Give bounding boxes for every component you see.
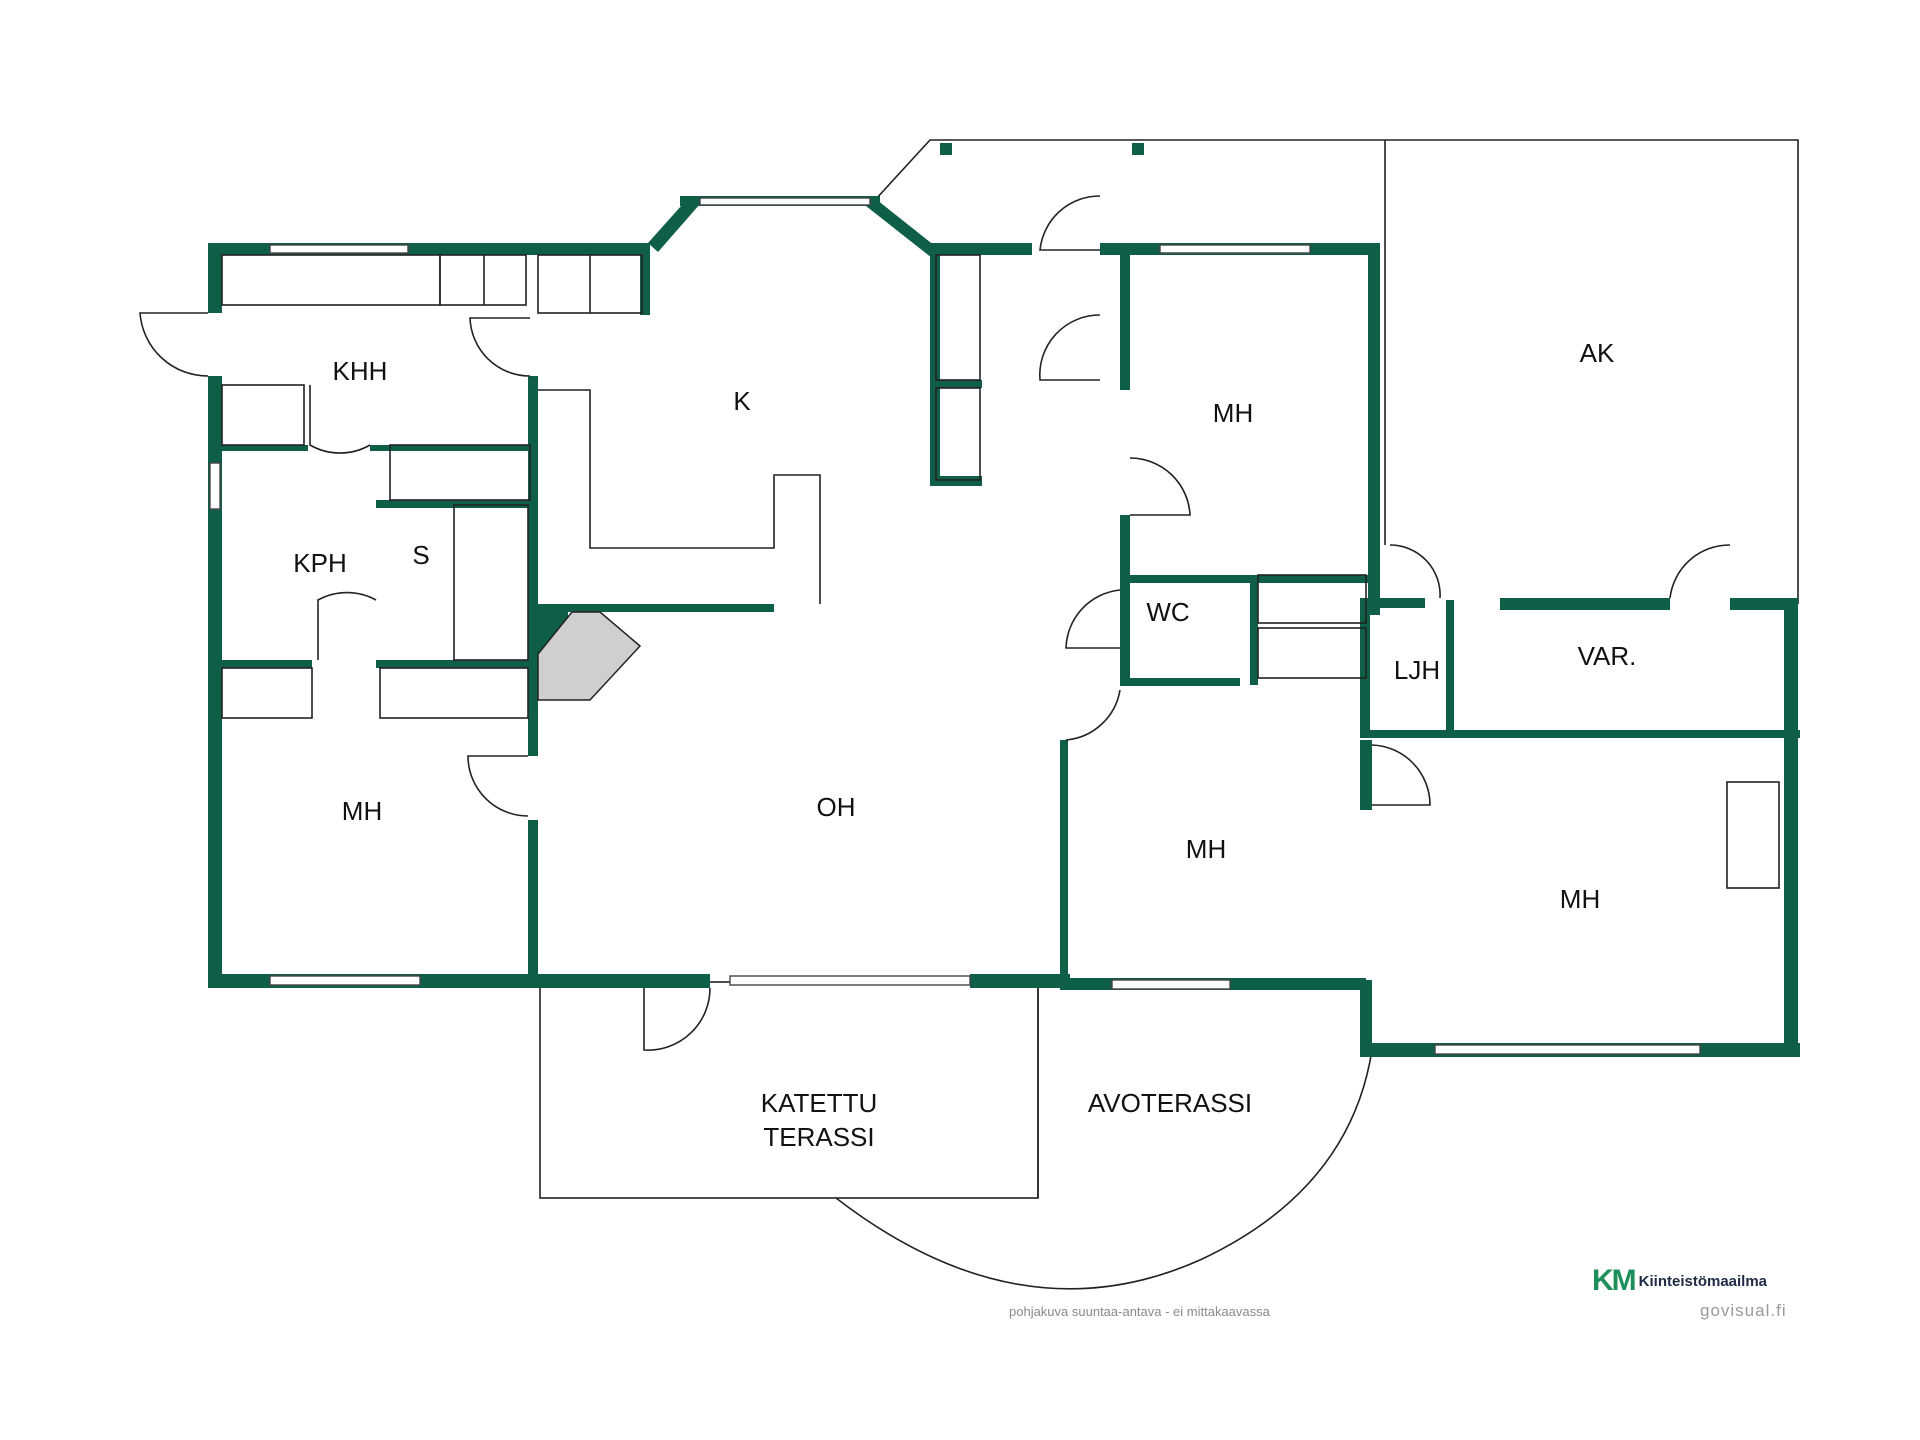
- room-s: S: [412, 540, 429, 570]
- room-var: VAR.: [1578, 641, 1637, 671]
- room-mh-top: MH: [1213, 398, 1253, 428]
- walls: [208, 196, 1800, 1057]
- room-labels: KHH K MH AK KPH S WC LJH VAR. MH OH MH M…: [293, 338, 1636, 1152]
- fireplace: [537, 611, 642, 701]
- room-oh: OH: [817, 792, 856, 822]
- room-kph: KPH: [293, 548, 346, 578]
- room-katettu-2: TERASSI: [763, 1122, 874, 1152]
- room-mh-mid: MH: [1186, 834, 1226, 864]
- brand-name: Kiinteistömaailma: [1638, 1272, 1768, 1290]
- room-wc: WC: [1146, 597, 1189, 627]
- disclaimer-note: pohjakuva suuntaa-antava - ei mittakaava…: [1009, 1304, 1270, 1319]
- brand: KM Kiinteistömaailma: [1592, 1264, 1767, 1298]
- room-ak: AK: [1580, 338, 1615, 368]
- credit-text: govisual.fi: [1700, 1301, 1787, 1320]
- room-ljh: LJH: [1394, 655, 1440, 685]
- windows: [209, 197, 1701, 1055]
- fixtures: [221, 254, 1780, 889]
- room-mh-right: MH: [1560, 884, 1600, 914]
- room-khh: KHH: [333, 356, 388, 386]
- doors: [139, 195, 1731, 1051]
- open-terrace-arc: [835, 1049, 1373, 1290]
- room-mh-left: MH: [342, 796, 382, 826]
- outer-lines: [539, 139, 1799, 1290]
- room-k: K: [733, 386, 751, 416]
- room-katettu-1: KATETTU: [761, 1088, 878, 1118]
- brand-logo: KM: [1592, 1264, 1637, 1297]
- room-avoterassi: AVOTERASSI: [1088, 1088, 1252, 1118]
